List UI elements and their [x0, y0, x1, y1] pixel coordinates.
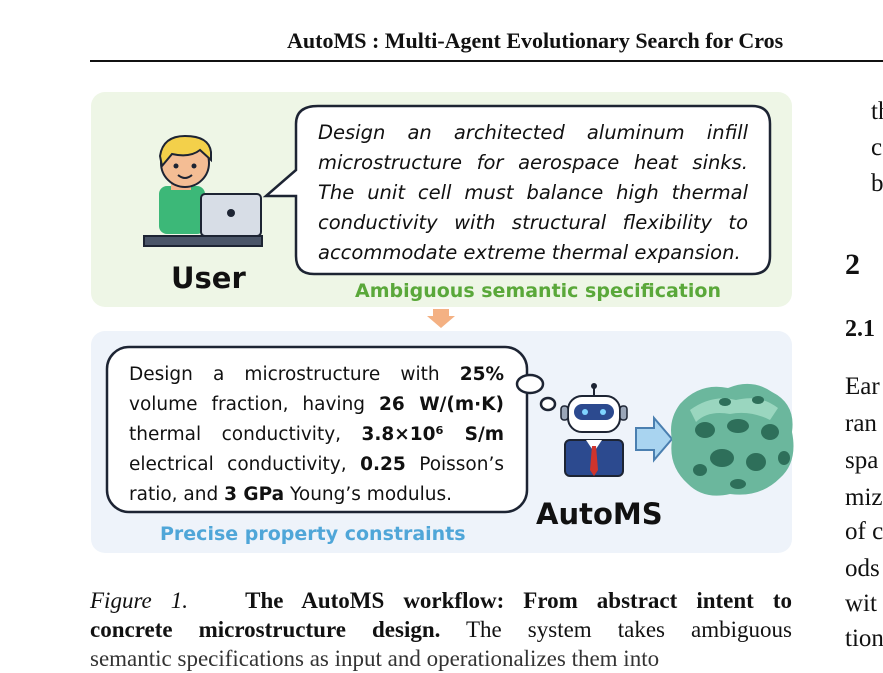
running-title: AutoMS : Multi-Agent Evolutionary Search…: [287, 28, 784, 53]
spec-thought-bubble: [105, 345, 557, 514]
user-prompt-line: accommodate extreme thermal expansion.: [318, 241, 741, 264]
right-column-fragment: c: [871, 134, 883, 161]
right-column-fragment: b: [871, 170, 883, 197]
user-prompt-line: conductivity with structural flexibility…: [318, 211, 748, 234]
user-prompt-text: Design an architected aluminum infill mi…: [318, 118, 748, 268]
automs-label: AutoMS: [536, 497, 663, 531]
body-line-fragment: tion: [845, 625, 883, 652]
spec-line: thermal conductivity, 3.8×10⁶ S/m: [129, 424, 505, 445]
body-line-fragment: wit: [845, 590, 877, 617]
figure-caption: Figure 1. The AutoMS workflow: From abst…: [90, 586, 792, 673]
down-arrow-icon: [427, 309, 455, 328]
subsection-number: 2.1: [845, 316, 875, 342]
user-prompt-line: Design an architected aluminum infill: [318, 121, 748, 144]
header-rule: [90, 60, 883, 62]
user-prompt-line: The unit cell must balance high thermal: [318, 181, 748, 204]
microstructure-render: [671, 383, 794, 496]
youngs-modulus-value: 3 GPa: [224, 484, 285, 505]
spec-text: Design a microstructure with 25% volume …: [129, 360, 504, 510]
spec-line: ratio, and 3 GPa Young’s modulus.: [129, 484, 452, 505]
spec-line: Design a microstructure with 25%: [129, 364, 504, 385]
body-line-fragment: ods: [845, 555, 880, 582]
precise-constraints-caption: Precise property constraints: [160, 523, 466, 545]
volume-fraction-value: 25%: [459, 364, 504, 385]
spec-line: volume fraction, having 26 W/(m·K): [129, 394, 504, 415]
caption-line: Figure 1. The AutoMS workflow: From abst…: [90, 588, 793, 613]
thermal-conductivity-value: 26 W/(m·K): [379, 394, 504, 415]
user-speech-bubble: [262, 104, 772, 276]
poisson-ratio-value: 0.25: [360, 454, 406, 475]
ambiguous-spec-caption: Ambiguous semantic specification: [355, 280, 721, 302]
figure-graphics: [105, 104, 794, 514]
robot-icon: [560, 383, 628, 477]
body-line-fragment: ran: [845, 410, 877, 437]
caption-line: semantic specifications as input and ope…: [90, 646, 660, 671]
caption-line: concrete microstructure design. The syst…: [90, 617, 792, 642]
right-column-fragment: th: [871, 98, 883, 125]
user-avatar-icon: [143, 134, 263, 247]
body-line-fragment: of c: [845, 518, 883, 545]
figure-label: Figure 1.: [90, 588, 189, 613]
body-line-fragment: miz: [845, 484, 883, 511]
spec-line: electrical conductivity, 0.25 Poisson’s: [129, 454, 504, 475]
section-number: 2: [845, 248, 860, 281]
user-prompt-line: microstructure for aerospace heat sinks.: [318, 151, 748, 174]
body-line-fragment: spa: [845, 447, 879, 474]
user-label: User: [171, 261, 246, 295]
body-line-fragment: Ear: [845, 373, 880, 400]
right-arrow-icon: [635, 415, 674, 463]
electrical-conductivity-value: 3.8×10⁶ S/m: [361, 424, 505, 445]
